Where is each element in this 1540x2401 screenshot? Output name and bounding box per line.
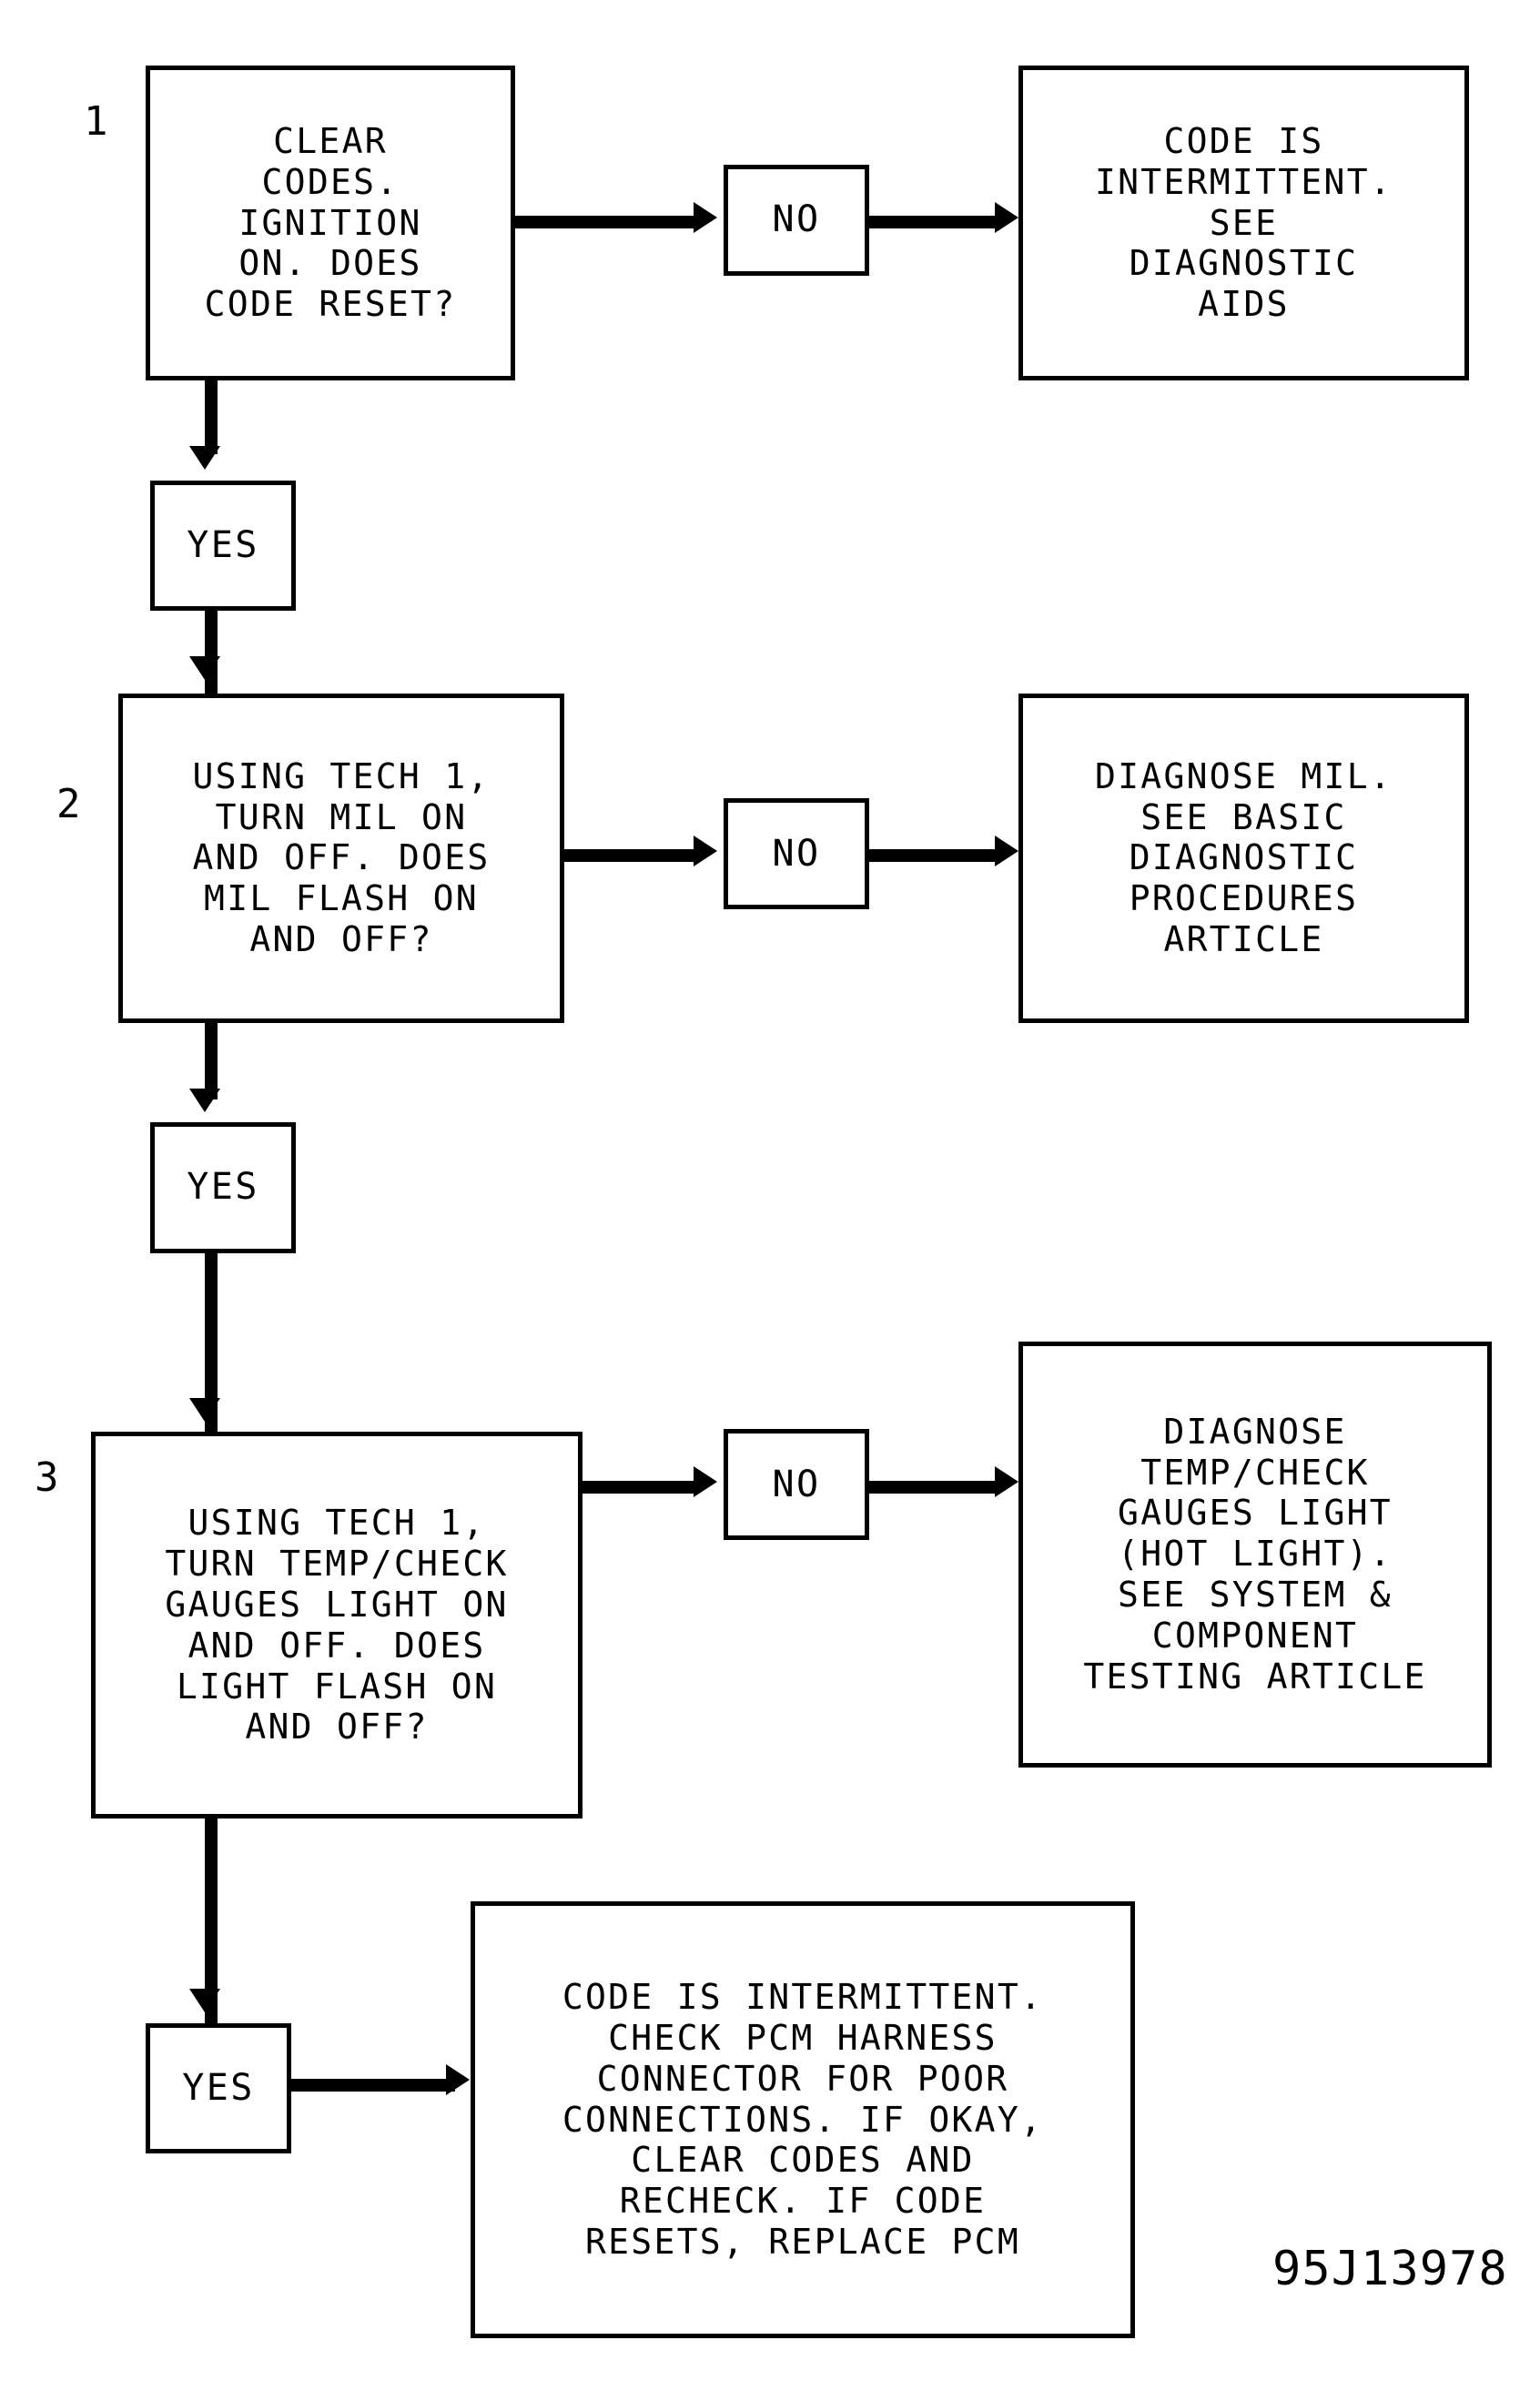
connector-no2-to-result2 — [869, 849, 995, 863]
step-2-yes-label: YES — [187, 1166, 259, 1209]
step-1-no-label-box: NO — [724, 165, 869, 276]
step-3-question-box: USING TECH 1, TURN TEMP/CHECK GAUGES LIG… — [91, 1432, 583, 1818]
step-number-2: 2 — [56, 780, 81, 827]
step-2-no-result-box: DIAGNOSE MIL. SEE BASIC DIAGNOSTIC PROCE… — [1018, 693, 1469, 1023]
arrowhead-no3-to-result3 — [995, 1465, 1018, 1497]
step-number-1: 1 — [84, 98, 108, 146]
step-1-question-text: CLEAR CODES. IGNITION ON. DOES CODE RESE… — [204, 120, 457, 325]
connector-step2-to-yes — [205, 1022, 218, 1100]
connector-no3-to-result3 — [869, 1480, 995, 1494]
connector-step3-to-yes — [205, 1818, 218, 2030]
arrowhead-yes3-to-final — [446, 2064, 470, 2096]
step-3-yes-label-box: YES — [146, 2022, 291, 2154]
step-3-question-text: USING TECH 1, TURN TEMP/CHECK GAUGES LIG… — [165, 1503, 509, 1748]
step-2-yes-label-box: YES — [150, 1122, 296, 1253]
step-3-no-result-text: DIAGNOSE TEMP/CHECK GAUGES LIGHT (HOT LI… — [1083, 1411, 1427, 1697]
step-1-no-result-text: CODE IS INTERMITTENT. SEE DIAGNOSTIC AID… — [1094, 120, 1393, 325]
step-3-yes-label: YES — [182, 2066, 255, 2109]
connector-yes2-to-step3 — [205, 1252, 218, 1438]
step-1-yes-label: YES — [187, 523, 259, 566]
step-2-no-label-box: NO — [724, 798, 869, 909]
step-1-yes-label-box: YES — [150, 480, 296, 612]
arrowhead-step1-to-no — [694, 201, 717, 233]
arrowhead-yes2-to-step3 — [189, 1397, 220, 1422]
arrowhead-step3-to-yes — [189, 1989, 220, 2013]
connector-yes1-to-step2 — [205, 611, 218, 699]
step-1-no-result-box: CODE IS INTERMITTENT. SEE DIAGNOSTIC AID… — [1018, 65, 1469, 381]
final-result-text: CODE IS INTERMITTENT. CHECK PCM HARNESS … — [562, 1977, 1044, 2262]
step-2-question-box: USING TECH 1, TURN MIL ON AND OFF. DOES … — [118, 693, 564, 1023]
step-1-no-label: NO — [772, 198, 821, 241]
signature-code: 95J13978 — [1272, 2242, 1508, 2297]
final-result-box: CODE IS INTERMITTENT. CHECK PCM HARNESS … — [471, 1900, 1135, 2339]
step-2-no-result-text: DIAGNOSE MIL. SEE BASIC DIAGNOSTIC PROCE… — [1094, 755, 1393, 960]
arrowhead-yes1-to-step2 — [189, 656, 220, 681]
step-1-question-box: CLEAR CODES. IGNITION ON. DOES CODE RESE… — [146, 65, 515, 381]
step-3-no-label-box: NO — [724, 1429, 869, 1541]
step-2-question-text: USING TECH 1, TURN MIL ON AND OFF. DOES … — [192, 755, 491, 960]
step-number-3: 3 — [35, 1454, 59, 1501]
arrowhead-step1-to-yes — [189, 446, 220, 471]
arrowhead-no2-to-result2 — [995, 835, 1018, 866]
connector-yes3-to-final — [291, 2078, 455, 2092]
step-2-no-label: NO — [772, 832, 821, 875]
arrowhead-step3-to-no — [694, 1465, 717, 1497]
connector-step2-to-no — [564, 849, 694, 863]
connector-step1-to-yes — [205, 380, 218, 455]
step-3-no-result-box: DIAGNOSE TEMP/CHECK GAUGES LIGHT (HOT LI… — [1018, 1341, 1492, 1768]
arrowhead-no1-to-result1 — [995, 201, 1018, 233]
connector-no1-to-result1 — [869, 216, 995, 229]
arrowhead-step2-to-yes — [189, 1088, 220, 1112]
connector-step1-to-no — [515, 216, 694, 229]
step-3-no-label: NO — [772, 1463, 821, 1505]
arrowhead-step2-to-no — [694, 835, 717, 866]
connector-step3-to-no — [583, 1480, 694, 1494]
